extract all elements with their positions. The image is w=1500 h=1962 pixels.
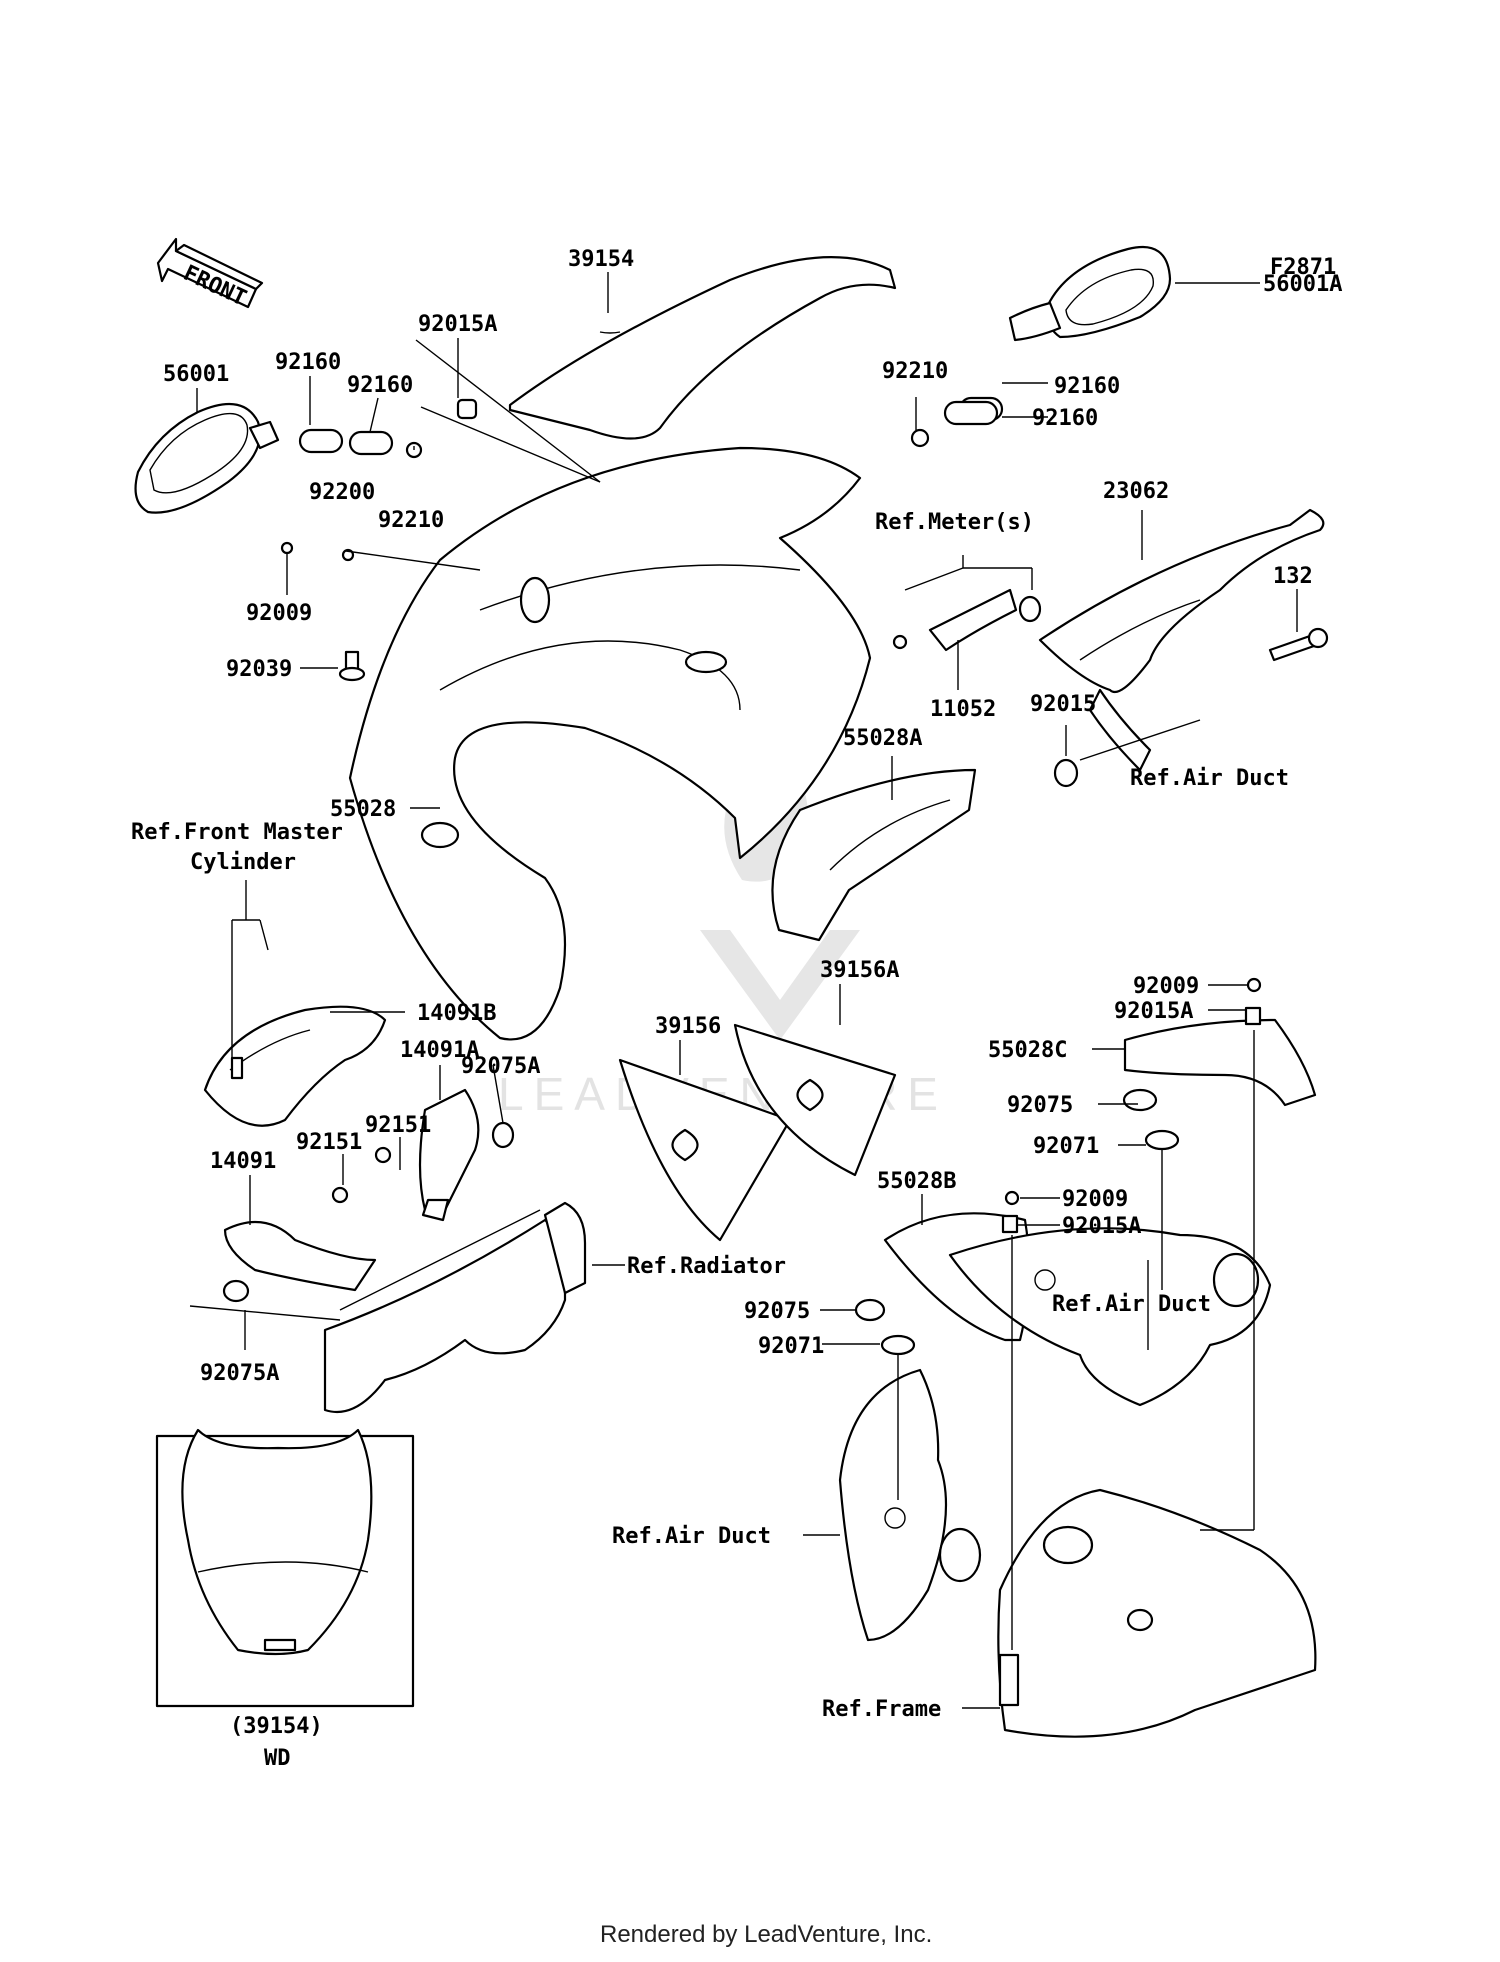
callout-ref-air-duct-2: Ref.Air Duct (1052, 1292, 1211, 1317)
callout-ref-front-master: Ref.Front Master (131, 820, 343, 845)
callout-ref-frame: Ref.Frame (822, 1697, 941, 1722)
callout-92015A-r2: 92015A (1062, 1214, 1141, 1239)
screw-92039 (338, 650, 366, 682)
callout-56001: 56001 (163, 362, 229, 387)
callout-56001A: 56001A (1263, 272, 1342, 297)
screw-92009-r1 (1246, 977, 1262, 993)
callout-55028: 55028 (330, 797, 396, 822)
cover-55028C (1122, 1018, 1317, 1112)
callout-55028B: 55028B (877, 1169, 956, 1194)
callout-92151-2: 92151 (296, 1130, 362, 1155)
callout-39156: 39156 (655, 1014, 721, 1039)
callout-14091: 14091 (210, 1149, 276, 1174)
callout-92160-a: 92160 (275, 350, 341, 375)
callout-39156A: 39156A (820, 958, 899, 983)
windshield-39154 (508, 256, 897, 440)
callout-92210-left: 92210 (378, 508, 444, 533)
grommet-92075A-top (491, 1121, 515, 1149)
figure-code: F2871 (1270, 255, 1336, 280)
callout-11052: 11052 (930, 697, 996, 722)
fender-14091B (203, 1005, 387, 1127)
side-panel-39156A (733, 1023, 897, 1177)
callout-92160-r1: 92160 (1054, 374, 1120, 399)
callout-labels: 39154 56001A 56001 92160 92160 92015A 92… (131, 247, 1342, 1722)
callout-92160-r2: 92160 (1032, 406, 1098, 431)
grommet-92071-1 (1144, 1129, 1180, 1151)
callout-ref-radiator: Ref.Radiator (627, 1254, 786, 1279)
mirror-56001A (1008, 245, 1172, 342)
inner-fender-14091A (418, 1088, 480, 1222)
callout-ref-air-duct-3: Ref.Air Duct (612, 1524, 771, 1549)
callout-92009-left: 92009 (246, 601, 312, 626)
callout-55028A: 55028A (843, 726, 922, 751)
mirror-56001 (134, 402, 280, 514)
callout-23062: 23062 (1103, 479, 1169, 504)
collar-92015A-r2 (1001, 1214, 1019, 1234)
frame-ref (997, 1488, 1317, 1738)
inset-part-number: (39154) (230, 1714, 323, 1739)
callout-92015: 92015 (1030, 692, 1096, 717)
callout-92015A-r1: 92015A (1114, 999, 1193, 1024)
inner-fender-14091 (223, 1220, 377, 1292)
callout-92210-right: 92210 (882, 359, 948, 384)
grommet-92071-2 (880, 1334, 916, 1356)
leader-lines (189, 272, 1298, 1709)
upper-cowl-55028 (348, 446, 872, 1041)
bolt-92151-b (374, 1146, 392, 1164)
callout-92009-r1: 92009 (1133, 974, 1199, 999)
screw-92009-r2 (1004, 1190, 1020, 1206)
front-arrow-badge: FRONT (156, 237, 264, 311)
bracket-23062 (1038, 508, 1325, 772)
callout-14091A: 14091A (400, 1038, 479, 1063)
side-panel-39156 (618, 1058, 792, 1242)
callout-55028C: 55028C (988, 1038, 1067, 1063)
bolt-92151-a (331, 1186, 349, 1204)
air-duct-right (948, 1227, 1272, 1407)
callout-92009-r2: 92009 (1062, 1187, 1128, 1212)
callout-92075-2: 92075 (744, 1299, 810, 1324)
grommet-92075A-bottom (222, 1279, 250, 1303)
callout-132: 132 (1273, 564, 1313, 589)
nut-92015 (1053, 758, 1079, 788)
collar-92015A-r1 (1244, 1006, 1262, 1026)
bolt-132 (1268, 627, 1329, 662)
callout-92071-2: 92071 (758, 1334, 824, 1359)
callout-39154: 39154 (568, 247, 634, 272)
callout-92071-1: 92071 (1033, 1134, 1099, 1159)
callout-92075-1: 92075 (1007, 1093, 1073, 1118)
callout-cylinder: Cylinder (190, 850, 296, 875)
footer-credit: Rendered by LeadVenture, Inc. (600, 1921, 932, 1948)
inset-variant: WD (264, 1746, 291, 1771)
air-duct-left (838, 1368, 982, 1642)
callout-92075A-1: 92075A (461, 1054, 540, 1079)
inset-windshield-wd: (39154) WD (155, 1428, 415, 1771)
callout-92039: 92039 (226, 657, 292, 682)
grommet-plates-left (280, 396, 1004, 562)
callout-92075A-2: 92075A (200, 1361, 279, 1386)
inner-panel-55028A (771, 768, 977, 942)
callout-92200: 92200 (309, 480, 375, 505)
callout-ref-air-duct-1: Ref.Air Duct (1130, 766, 1289, 791)
meter-bracket-11052 (892, 588, 1042, 652)
callout-92160-b: 92160 (347, 373, 413, 398)
callout-92151-1: 92151 (365, 1113, 431, 1138)
callout-14091B: 14091B (417, 1001, 496, 1026)
radiator-ref (323, 1201, 587, 1414)
callout-ref-meter: Ref.Meter(s) (875, 510, 1034, 535)
callout-92015A-top: 92015A (418, 312, 497, 337)
